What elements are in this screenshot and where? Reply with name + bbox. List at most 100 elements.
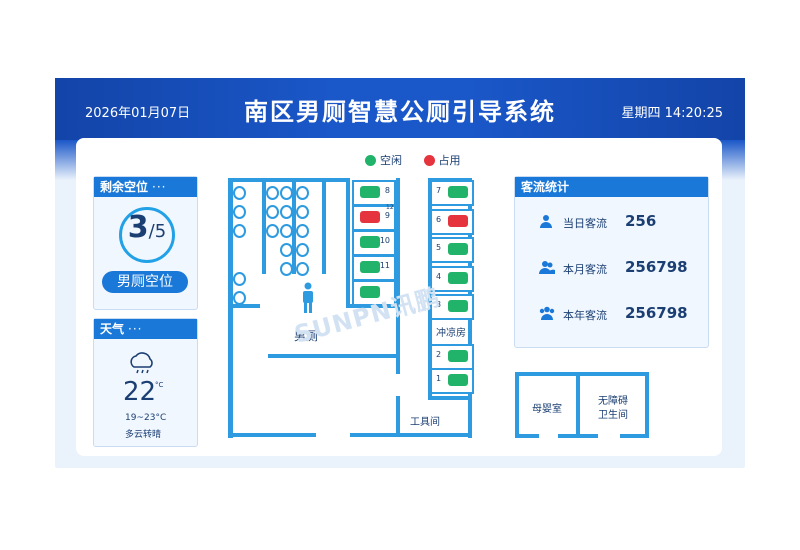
urinal-icon [233,205,246,219]
stall-8: 8 [352,180,396,206]
stall-number: 11 [379,261,390,270]
traffic-card-header: 客流统计 [515,177,708,197]
wall-rooms-bottom-a [515,434,539,438]
wall-rooms-bottom-c [620,434,649,438]
stall-5: 5 [430,237,474,263]
room-shower-label: 冲凉房 [436,328,466,339]
cloud-rain-icon [130,352,153,374]
room-accessible-label-2: 卫生间 [598,410,628,421]
stall-number: 8 [384,186,390,195]
group-icon [539,306,555,320]
wall-tool-top [428,396,472,400]
free-dot-icon [365,155,376,166]
vacancy-available: 3 [127,210,149,245]
person-icon [540,215,552,228]
weather-card: 天气··· 22 °C 19~23°C 多云转晴 [93,318,198,447]
wall-rooms-top [515,372,649,376]
stall-10: 10 [352,230,396,256]
stall-3: 3 [430,294,474,320]
stall-number: 1 [436,374,442,383]
urinal-icon [296,224,309,238]
wall-stall-block-bottom [346,304,398,308]
stall-number: 4 [436,271,442,281]
urinal-icon [280,243,293,257]
urinal-icon [266,224,279,238]
stall-11: 11 [352,255,396,281]
vacancy-total: /5 [148,221,167,242]
toilet-icon [448,271,468,284]
wall-urinal-row-a [228,304,260,308]
urinal-icon [233,291,246,305]
weather-unit: °C [155,381,164,389]
toilet-icon [360,186,380,198]
urinal-icon [233,224,246,238]
wall-urinal-divider-1 [262,178,266,274]
vacancy-card: 剩余空位··· 3/5 男厕空位 [93,176,198,310]
persons-icon [539,261,555,274]
urinal-icon [280,186,293,200]
stall-number: 7 [436,186,442,195]
header-date: 2026年01月07日 [85,106,191,121]
toilet-icon [448,300,468,312]
toilet-icon [448,374,468,386]
weather-dots: ··· [128,322,143,336]
yearly-traffic-value: 256798 [625,304,688,322]
room-mother-label: 母婴室 [532,404,562,415]
occupied-dot-icon [423,155,435,166]
vacancy-label: 男厕空位 [102,271,188,293]
room-mens-label: 男厕 [294,329,319,343]
room-accessible-label-1: 无障碍 [598,396,628,407]
urinal-icon [233,186,246,200]
traffic-card: 客流统计 当日客流 256 本月客流 256798 本年客流 256798 [514,176,709,348]
man-icon [303,282,313,313]
stall-number: 9 [384,211,390,220]
vacancy-ring: 3/5 [119,207,175,263]
wall-rooms-bottom-b [558,434,598,438]
stall-9: 9 [352,205,396,231]
legend-occupied: 占用 [438,154,461,167]
urinal-icon [280,205,293,219]
wall-left [228,178,233,438]
vacancy-card-header: 剩余空位··· [94,177,197,197]
stall-number: 3 [436,300,442,309]
urinal-icon [296,243,309,257]
wall-rooms-left [515,372,519,438]
weather-temp: 22 [123,377,157,407]
toilet-icon [360,236,380,248]
monthly-traffic-label: 本月客流 [563,263,607,276]
stall-6: 6 [430,208,474,235]
vacancy-dots: ··· [152,180,167,194]
stall-number: 2 [436,350,442,359]
weather-card-header: 天气··· [94,319,197,339]
status-legend: 空闲 占用 [365,152,461,168]
wall-corridor [268,354,398,358]
header-time: 星期四 14:20:25 [621,106,723,121]
legend-free: 空闲 [380,154,402,167]
urinal-icon [266,205,279,219]
toilet-icon [448,243,468,255]
yearly-traffic-label: 本年客流 [563,309,607,322]
urinal-icon [280,224,293,238]
stall-7: 7 [430,180,474,206]
wall-tool-left [396,396,400,436]
wall-stall-block-right [396,178,400,374]
daily-traffic-value: 256 [625,212,657,230]
stall-2: 2 [430,344,474,370]
small-mark: 12 [386,204,394,211]
monthly-traffic-value: 256798 [625,258,688,276]
weather-title: 天气 [100,322,125,336]
wall-urinal-divider-3 [322,178,326,274]
wall-urinal-divider-2 [292,178,296,274]
header-bar: 2026年01月07日 南区男厕智慧公厕引导系统 星期四 14:20:25 [55,78,745,180]
stall-number: 5 [436,243,442,252]
page-title: 南区男厕智慧公厕引导系统 [244,98,556,126]
urinal-icon [296,205,309,219]
wall-rooms-mid [576,372,580,438]
wall-rooms-right [645,372,649,438]
stall-number: 6 [436,214,442,224]
wall-stall-block-left [346,178,350,306]
weather-desc: 多云转晴 [125,430,162,440]
wall-bottom-left [228,433,316,437]
stall-1: 1 [430,368,474,394]
toilet-icon [448,214,468,227]
